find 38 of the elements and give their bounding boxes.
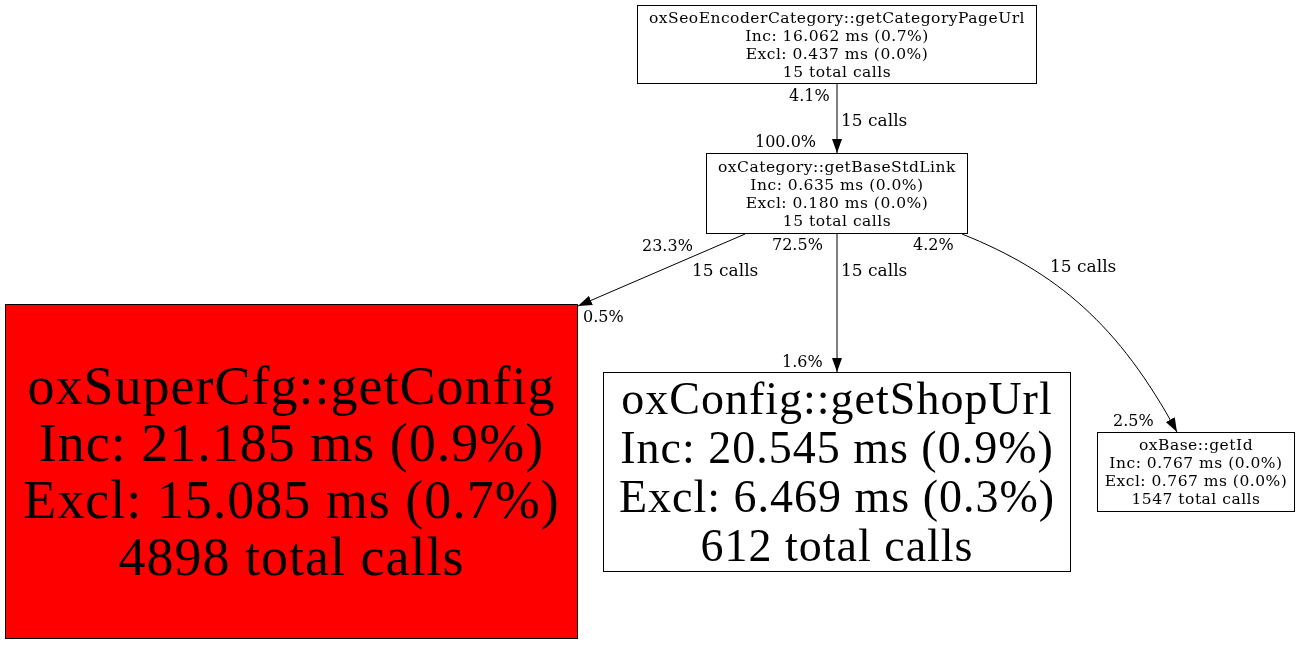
edge-label: 15 calls (692, 260, 759, 280)
percentage-label: 0.5% (583, 307, 624, 326)
inclusive-time: Inc: 0.767 ms (0.0%) (1109, 454, 1283, 472)
percentage-label: 72.5% (772, 235, 823, 254)
edge-label: 15 calls (841, 110, 908, 130)
function-name: oxBase::getId (1138, 436, 1254, 454)
exclusive-time: Excl: 0.180 ms (0.0%) (745, 193, 929, 212)
arrow (832, 83, 842, 154)
exclusive-time: Excl: 6.469 ms (0.3%) (618, 472, 1056, 521)
edge-label: 15 calls (841, 260, 908, 280)
function-name: oxSuperCfg::getConfig (27, 357, 556, 415)
function-name: oxCategory::getBaseStdLink (718, 157, 956, 176)
call-count: 1547 total calls (1131, 490, 1261, 508)
arrow (832, 233, 842, 373)
inclusive-time: Inc: 16.062 ms (0.7%) (745, 26, 929, 45)
function-box (706, 153, 968, 234)
percentage-label: 100.0% (755, 132, 816, 151)
exclusive-time: Excl: 0.767 ms (0.0%) (1104, 472, 1288, 490)
function-box (1097, 432, 1295, 512)
edge-label: 15 calls (1050, 256, 1117, 276)
percentage-label: 1.6% (782, 352, 823, 371)
arrow (577, 233, 746, 307)
arrow (961, 233, 1178, 433)
call-count: 612 total calls (700, 521, 974, 570)
function-name: oxSeoEncoderCategory::getCategoryPageUrl (648, 8, 1026, 27)
function-box (5, 304, 578, 639)
exclusive-time: Excl: 0.437 ms (0.0%) (745, 44, 929, 63)
call-count: 15 total calls (782, 211, 892, 230)
percentage-label: 4.2% (913, 235, 954, 254)
function-name: oxConfig::getShopUrl (621, 374, 1053, 423)
call-count: 15 total calls (782, 62, 892, 81)
inclusive-time: Inc: 20.545 ms (0.9%) (620, 423, 1054, 472)
function-box (637, 5, 1037, 84)
function-box (603, 372, 1071, 572)
percentage-label: 4.1% (789, 86, 830, 105)
inclusive-time: Inc: 0.635 ms (0.0%) (750, 175, 924, 194)
percentage-label: 2.5% (1113, 411, 1154, 430)
percentage-label: 23.3% (642, 236, 693, 255)
